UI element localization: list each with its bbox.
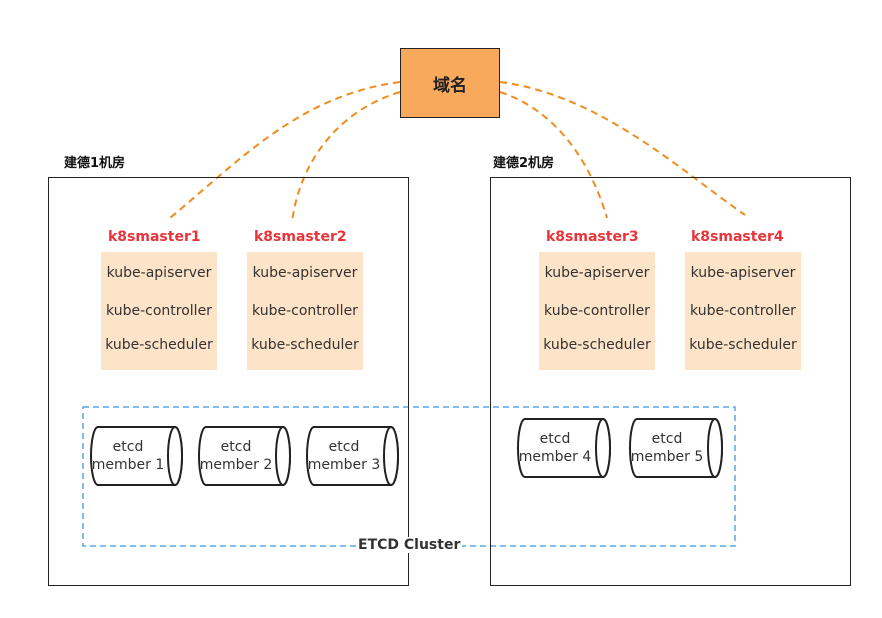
etcd-cluster-label: ETCD Cluster	[356, 537, 463, 553]
master-4-title: k8smaster4	[691, 229, 784, 245]
etcd-member-5-line2: member 5	[630, 449, 704, 465]
master-2-title: k8smaster2	[254, 229, 347, 245]
domain-box: 域名	[400, 48, 500, 118]
etcd-member-4-label: etcd member 4	[515, 430, 595, 466]
master-4-components: kube-apiserver kube-controller kube-sche…	[685, 252, 801, 370]
master-3-apiserver: kube-apiserver	[544, 265, 650, 281]
etcd-member-4-cylinder	[517, 418, 611, 478]
connector-master2	[291, 91, 401, 223]
etcd-member-2-label: etcd member 2	[196, 438, 276, 474]
master-3-title: k8smaster3	[546, 229, 639, 245]
etcd-member-4-line1: etcd	[539, 431, 571, 447]
master-1-controller: kube-controller	[106, 303, 212, 319]
connector-master4	[499, 81, 746, 216]
datacenter-2-box	[490, 177, 851, 586]
master-2-scheduler: kube-scheduler	[251, 337, 359, 353]
master-3-components: kube-apiserver kube-controller kube-sche…	[539, 252, 655, 370]
master-3-controller: kube-controller	[544, 303, 650, 319]
etcd-member-5-cylinder	[629, 418, 723, 478]
master-1-scheduler: kube-scheduler	[105, 337, 213, 353]
master-1-title: k8smaster1	[108, 229, 201, 245]
etcd-member-1-line1: etcd	[112, 439, 144, 455]
etcd-member-3-line1: etcd	[328, 439, 360, 455]
etcd-member-3-label: etcd member 3	[304, 438, 384, 474]
master-4-apiserver: kube-apiserver	[690, 265, 796, 281]
etcd-member-3-line2: member 3	[307, 457, 381, 473]
etcd-member-3-cylinder	[306, 426, 399, 486]
datacenter-2-label: 建德2机房	[493, 156, 555, 171]
etcd-member-2-line1: etcd	[220, 439, 252, 455]
etcd-member-5-line1: etcd	[651, 431, 683, 447]
master-3-scheduler: kube-scheduler	[543, 337, 651, 353]
etcd-member-1-line2: member 1	[91, 457, 165, 473]
master-2-controller: kube-controller	[252, 303, 358, 319]
etcd-member-2-cylinder	[198, 426, 291, 486]
connector-master3	[499, 91, 608, 219]
master-1-components: kube-apiserver kube-controller kube-sche…	[101, 252, 217, 370]
master-4-controller: kube-controller	[690, 303, 796, 319]
etcd-member-5-label: etcd member 5	[627, 430, 707, 466]
etcd-member-1-label: etcd member 1	[88, 438, 168, 474]
connector-master1	[169, 81, 401, 219]
etcd-cluster-boundary	[82, 406, 736, 547]
datacenter-1-box	[48, 177, 409, 586]
etcd-member-1-cylinder	[90, 426, 183, 486]
master-2-components: kube-apiserver kube-controller kube-sche…	[247, 252, 363, 370]
etcd-member-2-line2: member 2	[199, 457, 273, 473]
datacenter-1-label: 建德1机房	[64, 156, 126, 171]
master-1-apiserver: kube-apiserver	[106, 265, 212, 281]
master-4-scheduler: kube-scheduler	[689, 337, 797, 353]
master-2-apiserver: kube-apiserver	[252, 265, 358, 281]
etcd-member-4-line2: member 4	[518, 449, 592, 465]
